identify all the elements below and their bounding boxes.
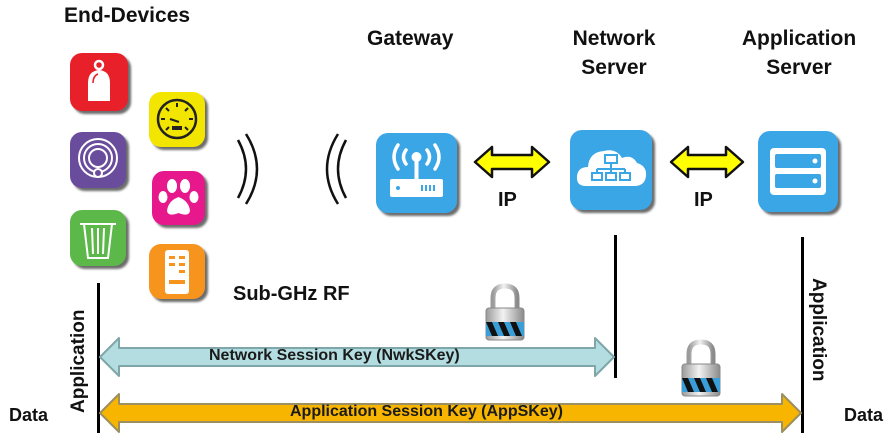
remote-control-icon [165, 250, 189, 294]
network-server-node [570, 130, 652, 210]
ip-arrow-gateway-network-server [473, 145, 551, 179]
rf-wave-in-icon [325, 133, 348, 205]
application-server-title: Application Server [724, 24, 874, 82]
ip-arrow-network-server-application-server [669, 145, 745, 179]
nwk-lock-icon [485, 283, 525, 341]
router-icon [390, 143, 443, 197]
rf-wave-out-icon [236, 133, 259, 205]
app-session-key-arrow [99, 393, 802, 433]
app-lock-icon [681, 339, 721, 397]
gauge-icon [156, 98, 198, 140]
end-devices-title: End-Devices [64, 4, 191, 27]
paw-icon [158, 179, 199, 215]
network-server-title-line2: Server [581, 56, 647, 79]
end-device-remote-control [149, 244, 205, 299]
nwk-session-key-label: Network Session Key (NwkSKey) [209, 347, 460, 364]
right-data-label: Data [844, 405, 884, 425]
ip-label-1: IP [498, 189, 517, 211]
server-icon [770, 148, 826, 195]
right-application-label: Application [808, 278, 829, 382]
end-device-boundary-line [97, 283, 100, 433]
smoke-detector-icon [78, 138, 118, 178]
end-device-gauge [149, 92, 205, 147]
end-device-smoke-detector [70, 132, 126, 188]
bottle-icon [88, 59, 110, 101]
network-server-boundary-line [614, 235, 617, 378]
end-device-bottle [70, 53, 128, 111]
left-application-label: Application [68, 309, 89, 413]
gateway-node [376, 133, 457, 213]
rf-label: Sub-GHz RF [233, 283, 350, 305]
cloud-network-icon [576, 150, 647, 186]
application-server-node [758, 131, 838, 212]
gateway-title: Gateway [367, 27, 454, 50]
application-server-title-line1: Application [741, 27, 857, 50]
network-server-title-line1: Network [572, 27, 656, 50]
end-device-trash-bin [70, 210, 126, 266]
trash-bin-icon [80, 223, 116, 259]
nwk-session-key-arrow [99, 337, 615, 377]
end-device-paw [152, 171, 205, 225]
app-session-key-label: Application Session Key (AppSKey) [290, 403, 563, 420]
ip-label-2: IP [694, 189, 713, 211]
application-server-title-line2: Server [766, 56, 832, 79]
left-data-label: Data [9, 405, 49, 425]
application-server-boundary-line [801, 237, 804, 433]
network-server-title: Network Server [558, 24, 670, 82]
